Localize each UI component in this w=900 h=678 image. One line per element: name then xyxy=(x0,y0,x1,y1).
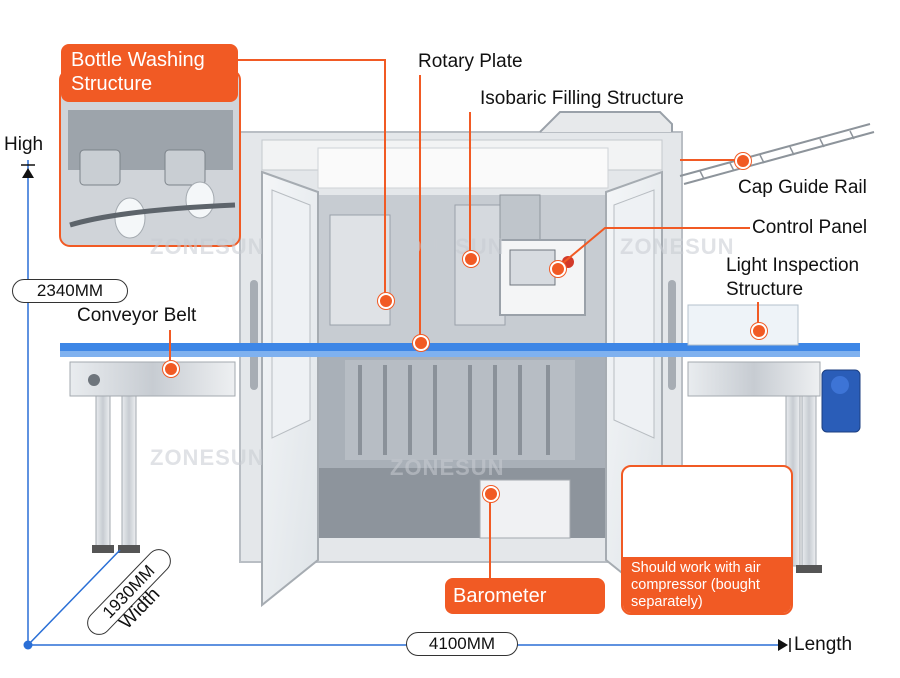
length-dimension: 4100MM xyxy=(406,632,518,656)
isobaric-filling-label: Isobaric Filling Structure xyxy=(480,88,684,109)
control-panel-label: Control Panel xyxy=(752,217,868,238)
watermark: ZONESUN xyxy=(390,234,505,259)
length-axis-label: Length xyxy=(794,634,853,655)
callout-dot xyxy=(735,153,751,169)
compressor-callout: Should work with air compressor (bought … xyxy=(621,465,793,615)
callout-dot xyxy=(378,293,394,309)
cap-guide-rail-label: Cap Guide Rail xyxy=(738,177,867,198)
rotary-plate-label: Rotary Plate xyxy=(418,51,523,72)
callout-dot xyxy=(163,361,179,377)
height-axis-label: High xyxy=(4,134,44,155)
bottle-washing-label: Bottle Washing Structure xyxy=(61,44,238,102)
watermark: ZONESUN xyxy=(620,234,735,259)
callout-dot xyxy=(463,251,479,267)
watermark: ZONESUN xyxy=(390,455,505,480)
conveyor-belt-label: Conveyor Belt xyxy=(77,305,197,326)
compressor-note: Should work with air compressor (bought … xyxy=(623,557,791,613)
callout-dot xyxy=(751,323,767,339)
height-dimension: 2340MM xyxy=(12,279,128,303)
watermark: ZONESUN xyxy=(150,445,265,470)
callout-dot xyxy=(550,261,566,277)
barometer-label: Barometer xyxy=(445,578,605,614)
light-inspection-label: Light Inspection Structure xyxy=(726,255,860,300)
watermark: ZONESUN xyxy=(150,234,265,259)
callout-dot xyxy=(483,486,499,502)
callout-dot xyxy=(413,335,429,351)
